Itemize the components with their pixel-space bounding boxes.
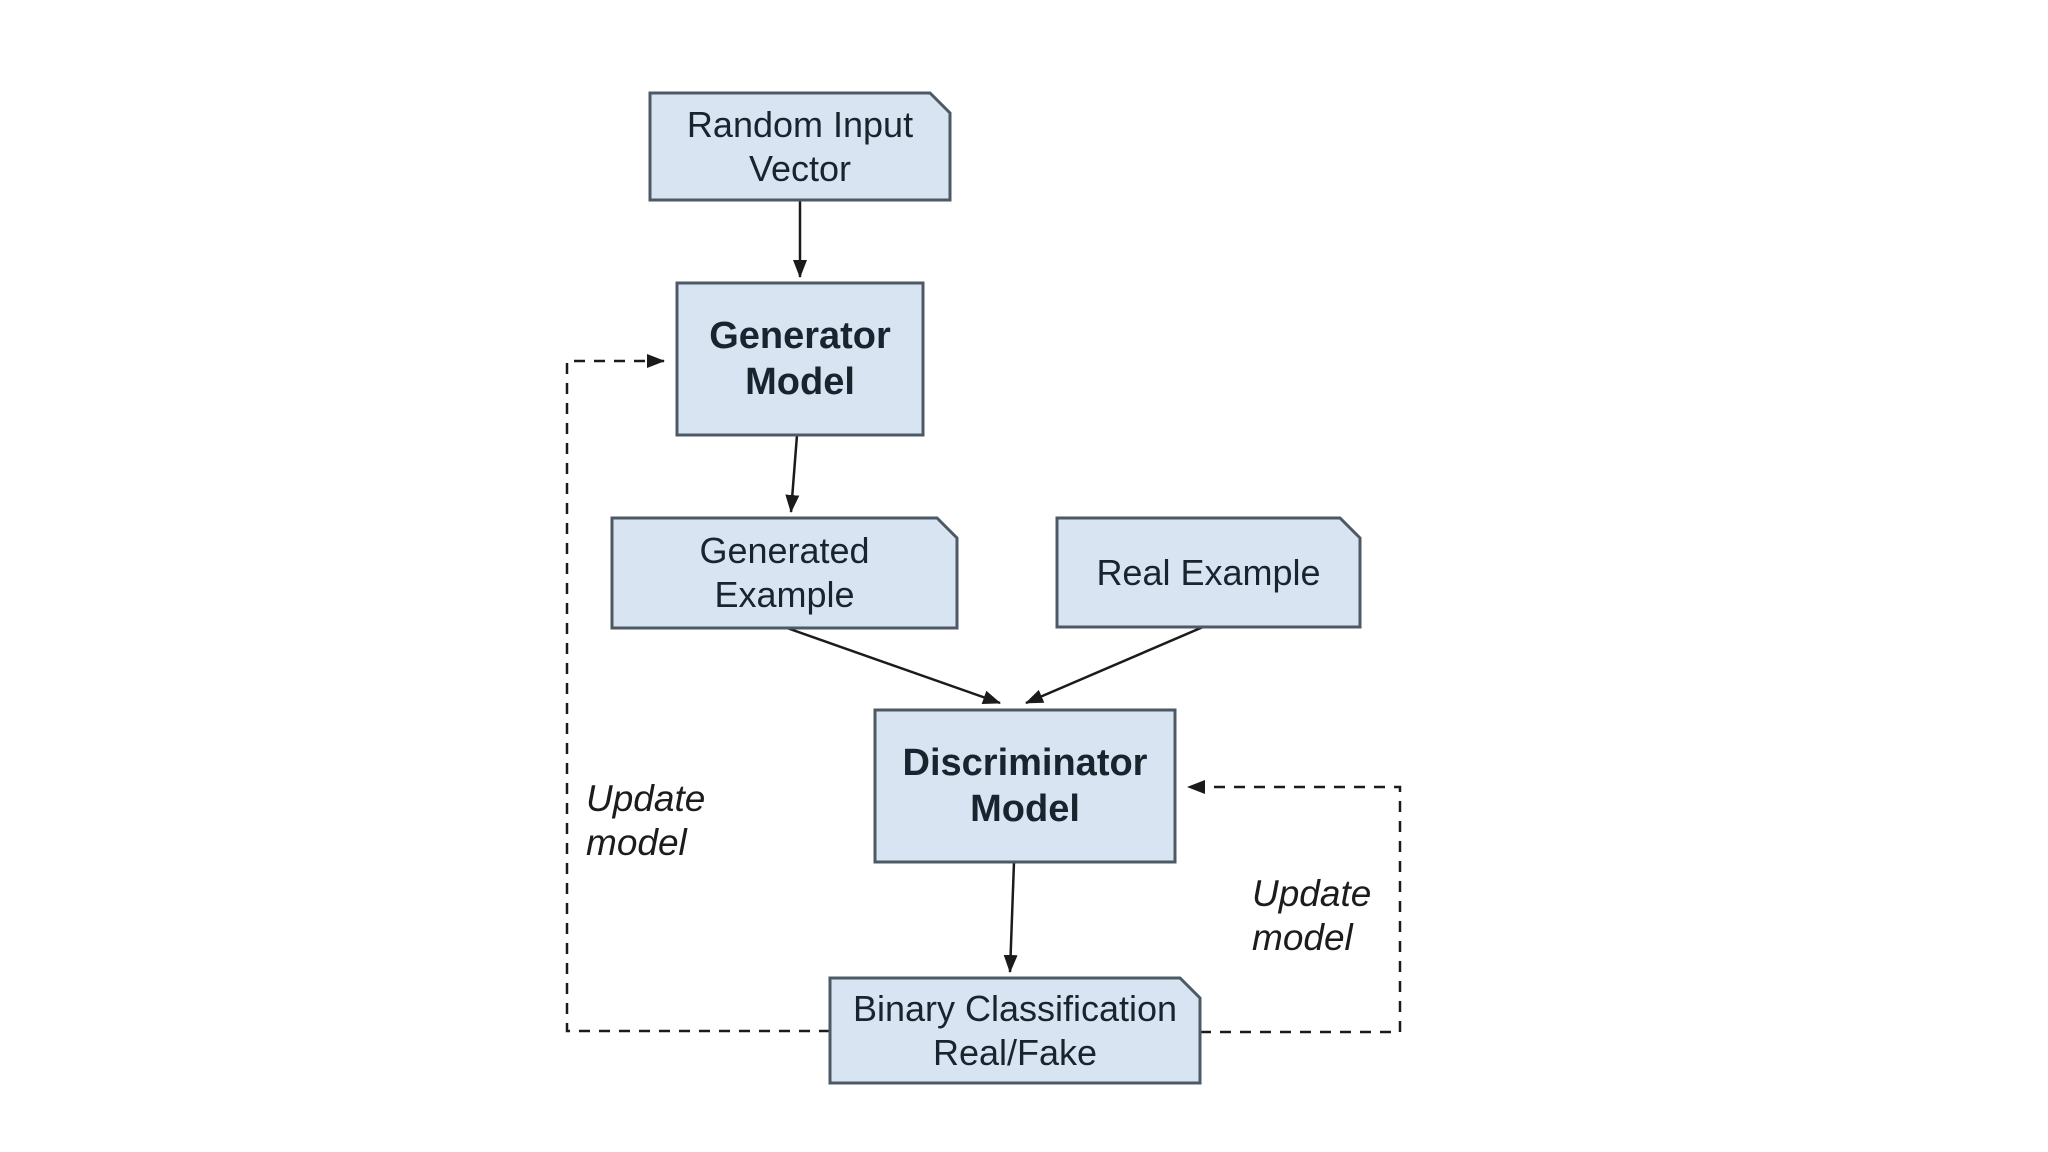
- node-discriminator-model-shape: [873, 708, 1177, 864]
- arrow-real-example-to-discriminator: [1025, 625, 1204, 705]
- node-generated-example-shape: [610, 516, 959, 630]
- node-random-input-vector-shape: [648, 91, 952, 202]
- node-binary-classification-shape: [828, 976, 1202, 1085]
- node-generator-model-shape: [675, 281, 925, 437]
- arrow-generator-to-generated-example: [785, 434, 800, 513]
- node-real-example-shape: [1055, 516, 1362, 629]
- arrow-generated-example-to-discriminator: [786, 626, 1001, 705]
- feedback-arrow-update-generator: [565, 354, 830, 1033]
- arrow-discriminator-to-binary-classification: [1003, 861, 1018, 973]
- feedback-arrow-update-discriminator: [1187, 780, 1402, 1034]
